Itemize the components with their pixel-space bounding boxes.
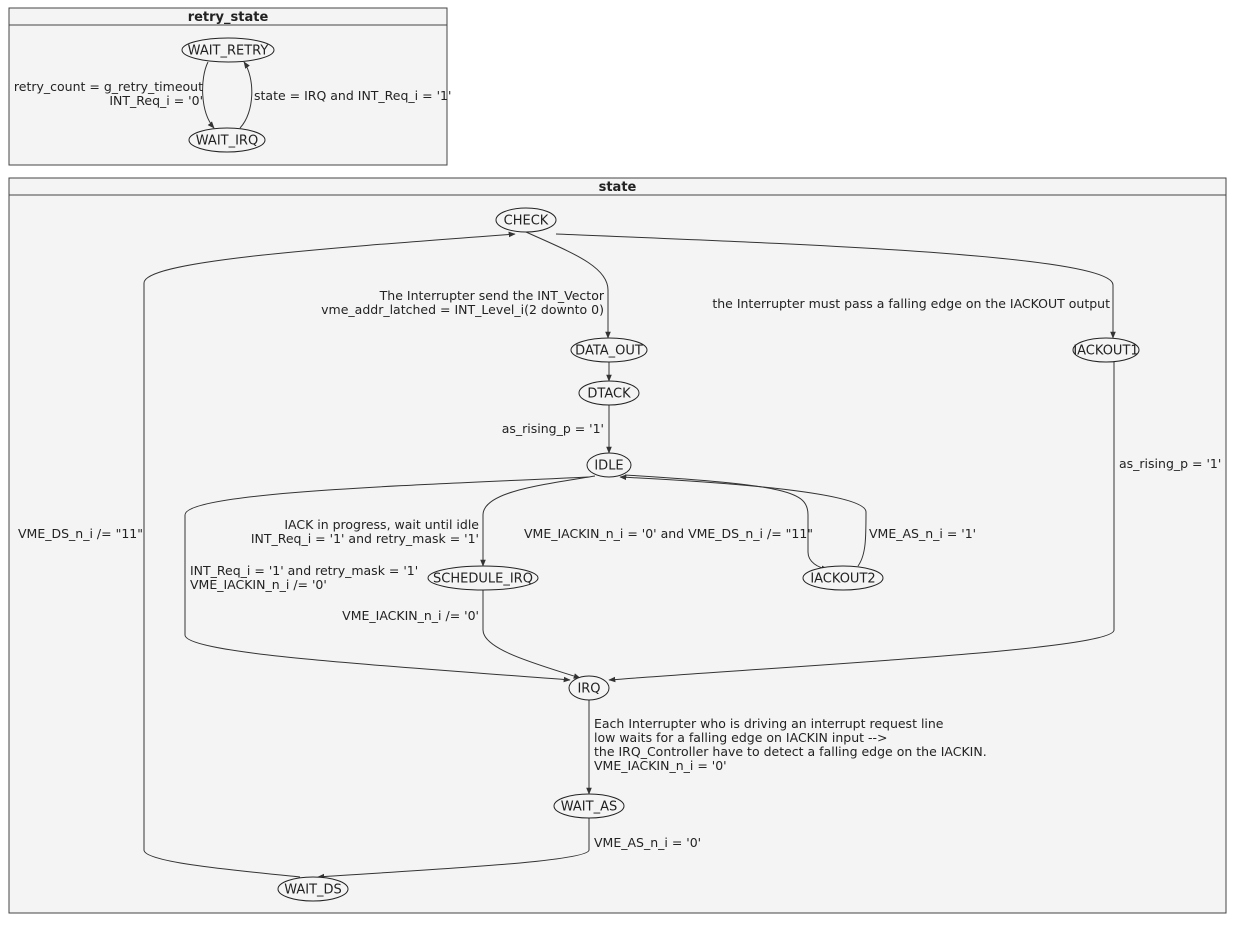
transition-label-line: state = IRQ and INT_Req_i = '1' [254, 88, 451, 103]
transition-idle-to-irq [184, 476, 590, 683]
transition-wait-irq-to-wait-retry [239, 61, 253, 129]
transition-label: the Interrupter must pass a falling edge… [712, 296, 1110, 311]
cluster-title: state [599, 180, 637, 195]
transition-label-line: INT_Req_i = '0' [109, 93, 203, 108]
transition-label-line: retry_count = g_retry_timeout [14, 79, 203, 94]
transition-label-line: vme_addr_latched = INT_Level_i(2 downto … [321, 302, 604, 317]
state-node-label: IACKOUT1 [1073, 344, 1138, 359]
state-node-ellipse [586, 452, 632, 478]
state-wait-retry: WAIT_RETRY [181, 37, 275, 63]
state-node-label: SCHEDULE_IRQ [433, 572, 533, 587]
transition-idle-to-iackout2 [624, 474, 829, 572]
transition-label-line: Each Interrupter who is driving an inter… [594, 716, 944, 731]
transition-label-line: VME_IACKIN_n_i /= '0' [342, 608, 479, 623]
state-node-ellipse [568, 675, 610, 701]
state-wait-irq: WAIT_IRQ [188, 127, 266, 153]
transition-schedule-irq-to-irq [482, 590, 581, 679]
state-node-ellipse [553, 793, 625, 819]
cluster-state: state [8, 177, 1227, 914]
state-data-out: DATA_OUT [570, 337, 648, 363]
transition-iackout1-to-irq [608, 362, 1115, 683]
transition-label-line: IACK in progress, wait until idle [284, 517, 479, 532]
transition-label-line: the IRQ_Controller have to detect a fall… [594, 744, 987, 759]
state-node-label: IDLE [594, 459, 623, 474]
state-node-ellipse [578, 380, 640, 406]
transition-label: as_rising_p = '1' [1119, 456, 1221, 471]
state-check: CHECK [495, 207, 557, 233]
state-node-label: WAIT_DS [284, 883, 342, 898]
state-idle: IDLE [586, 452, 632, 478]
cluster-title: retry_state [188, 10, 269, 25]
state-wait-as: WAIT_AS [553, 793, 625, 819]
state-wait-ds: WAIT_DS [277, 876, 349, 902]
state-node-label: DTACK [587, 387, 631, 402]
state-node-label: IRQ [577, 682, 600, 697]
state-dtack: DTACK [578, 380, 640, 406]
state-node-ellipse [427, 565, 539, 591]
state-iackout2: IACKOUT2 [802, 565, 884, 591]
transition-label-line: VME_IACKIN_n_i = '0' [594, 758, 727, 773]
state-node-ellipse [181, 37, 275, 63]
transition-idle-to-schedule-irq [480, 475, 596, 567]
transition-label: VME_IACKIN_n_i /= '0' [342, 608, 479, 623]
transition-label-line: as_rising_p = '1' [502, 421, 604, 436]
state-schedule-irq: SCHEDULE_IRQ [427, 565, 539, 591]
transition-label-line: The Interrupter send the INT_Vector [379, 288, 605, 303]
state-node-ellipse [802, 565, 884, 591]
cluster-frame [8, 177, 1227, 914]
transition-check-to-data-out [525, 231, 611, 339]
state-node-ellipse [1072, 337, 1140, 363]
transition-label-line: as_rising_p = '1' [1119, 456, 1221, 471]
transition-label-line: VME_AS_n_i = '0' [594, 835, 701, 850]
state-node-label: WAIT_AS [561, 800, 617, 815]
state-iackout1: IACKOUT1 [1072, 337, 1140, 363]
state-node-label: CHECK [504, 214, 549, 229]
state-node-ellipse [570, 337, 648, 363]
state-node-ellipse [188, 127, 266, 153]
transition-label: VME_IACKIN_n_i = '0' and VME_DS_n_i /= "… [524, 526, 813, 541]
transition-label-line: VME_DS_n_i /= "11" [18, 526, 143, 541]
state-irq: IRQ [568, 675, 610, 701]
state-node-ellipse [277, 876, 349, 902]
transition-iackout2-to-idle [619, 474, 867, 567]
transition-label-line: VME_AS_n_i = '1' [869, 526, 976, 541]
transition-label-line: INT_Req_i = '1' and retry_mask = '1' [190, 563, 418, 578]
transition-label: INT_Req_i = '1' and retry_mask = '1'VME_… [190, 563, 418, 592]
transition-label: as_rising_p = '1' [502, 421, 604, 436]
state-node-label: WAIT_IRQ [196, 134, 258, 149]
transition-label-line: the Interrupter must pass a falling edge… [712, 296, 1110, 311]
state-node-label: IACKOUT2 [810, 572, 875, 587]
transition-check-to-iackout1 [555, 233, 1116, 339]
transition-label-line: VME_IACKIN_n_i = '0' and VME_DS_n_i /= "… [524, 526, 813, 541]
transition-label: Each Interrupter who is driving an inter… [594, 716, 987, 773]
state-node-label: DATA_OUT [575, 344, 643, 359]
transition-wait-ds-to-check [143, 231, 516, 878]
transition-label: VME_DS_n_i /= "11" [18, 526, 143, 541]
transition-label: state = IRQ and INT_Req_i = '1' [254, 88, 451, 103]
transition-wait-retry-to-wait-irq [202, 61, 215, 129]
transition-label: VME_AS_n_i = '0' [594, 835, 701, 850]
transition-label-line: VME_IACKIN_n_i /= '0' [190, 577, 327, 592]
transition-label-line: low waits for a falling edge on IACKIN i… [594, 730, 888, 745]
transition-label: VME_AS_n_i = '1' [869, 526, 976, 541]
transition-label-line: INT_Req_i = '1' and retry_mask = '1' [251, 531, 479, 546]
state-node-ellipse [495, 207, 557, 233]
state-node-label: WAIT_RETRY [188, 44, 269, 59]
transition-wait-as-to-wait-ds [317, 818, 590, 880]
